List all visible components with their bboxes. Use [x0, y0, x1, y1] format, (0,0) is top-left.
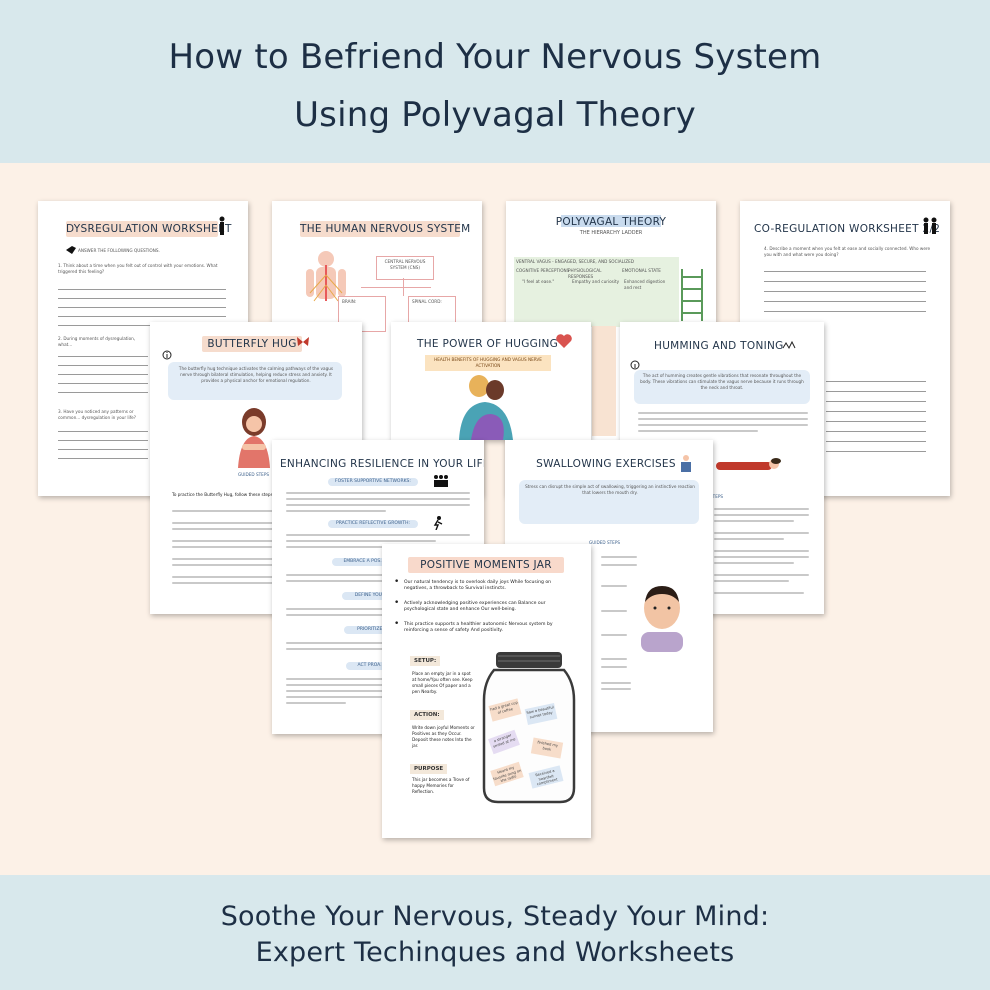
cell-1a: "I feel at ease." [522, 279, 555, 284]
header-banner: How to Befriend Your Nervous System Usin… [0, 0, 990, 163]
two-women-hugging-illustration [459, 375, 513, 440]
nervous-system-body-illustration [306, 251, 346, 302]
footer-banner: Soothe Your Nervous, Steady Your Mind: E… [0, 875, 990, 990]
page-title: THE HUMAN NERVOUS SYSTEM [300, 223, 471, 235]
main-title-line2: Using Polyvagal Theory [294, 95, 696, 135]
info-icon [630, 360, 640, 370]
question-4: 4. Describe a moment when you felt at ea… [764, 246, 931, 257]
health-benefits-banner: HEALTH BENEFITS OF HUGGING AND VAGUS NER… [434, 357, 542, 368]
page-title: POSITIVE MOMENTS JAR [420, 559, 552, 571]
cell-2a: Empathy and curiosity [572, 279, 620, 284]
guided-steps-label: GUIDED STEPS [238, 472, 270, 477]
page-title: HUMMING AND TONING [654, 340, 784, 352]
section-reflective-growth: PRACTICE REFLECTIVE GROWTH: [328, 520, 418, 528]
section-define: DEFINE YOUR... [342, 592, 402, 600]
footer-subtitle-line2: Expert Techinques and Worksheets [255, 937, 735, 968]
page-title: BUTTERFLY HUG [207, 338, 297, 350]
section-prioritize: PRIORITIZE S... [344, 626, 404, 634]
runner-icon [433, 516, 443, 530]
pointing-hand-icon [66, 246, 76, 254]
action-label: ACTION: [410, 710, 444, 720]
page-title: SWALLOWING EXERCISES [536, 458, 676, 470]
setup-text: Place an empty jar in a spot at home/Ypu… [412, 671, 473, 694]
purpose-label: PURPOSE [410, 764, 448, 774]
section-embrace: EMBRACE A POS... [332, 558, 396, 566]
section-supportive-networks: FOSTER SUPPORTIVE NETWORKS: [328, 478, 418, 486]
intro-text: Stress can disrupt the simple act of swa… [525, 484, 695, 495]
page-power-of-hugging: THE POWER OF HUGGING HEALTH BENEFITS OF … [391, 322, 591, 440]
ventral-vagus-band: VENTRAL VAGUS - ENGAGED, SECURE, AND SOC… [516, 259, 634, 264]
heart-icon [556, 334, 572, 348]
butterfly-icon [297, 337, 309, 346]
instruction-text: ANSWER THE FOLLOWING QUESTIONS. [78, 248, 160, 253]
bullet-2: Actively acknowledging positive experien… [404, 601, 546, 612]
page-title: POLYVAGAL THEORY [555, 216, 667, 228]
person-drinking-icon [681, 455, 691, 472]
question-2: 2. During moments of dysregulation, what… [58, 336, 136, 347]
main-title-line1: How to Befriend Your Nervous System [168, 37, 822, 77]
footer-subtitle-line1: Soothe Your Nervous, Steady Your Mind: [220, 901, 770, 932]
woman-hugging-self-illustration [238, 408, 270, 468]
column-1: COGNITIVE PERCEPTIONS [516, 268, 570, 273]
action-text: Write down joyful Moments or Positives a… [412, 725, 475, 748]
person-icon [219, 216, 225, 235]
column-2: PHYSIOLOGICAL RESPONSES [568, 268, 602, 279]
bullet-1: Our natural tendency is to overlook dail… [404, 580, 552, 591]
intro-text: The act of humming creates gentle vibrat… [640, 373, 804, 390]
question-1: 1. Think about a time when you felt out … [58, 263, 218, 274]
ladder-illustration [681, 269, 703, 321]
person-lying-down-illustration [716, 458, 781, 470]
two-people-icon [923, 217, 937, 234]
steps-label: STEPS [710, 494, 724, 499]
cell-3a: Enhanced digestion and rest [624, 279, 666, 290]
man-face-illustration [641, 586, 683, 652]
bullet-3: This practice supports a healthier auton… [404, 622, 553, 633]
column-3: EMOTIONAL STATE [622, 268, 661, 273]
guided-steps-label: GUIDED STEPS [589, 540, 621, 545]
question-3: 3. Have you noticed any patterns or comm… [58, 409, 136, 420]
page-title: ENHANCING RESILIENCE IN YOUR LIFE [280, 458, 484, 470]
group-people-icon [434, 475, 448, 487]
sound-waves-icon [782, 340, 796, 350]
page-positive-moments-jar: POSITIVE MOMENTS JAR • Our natural tende… [382, 544, 591, 838]
info-icon [162, 350, 172, 360]
section-act-proactively: ACT PROA... [346, 662, 396, 670]
page-title: THE POWER OF HUGGING [417, 338, 559, 350]
how-to-text: To practice the Butterfly Hug, follow th… [172, 492, 275, 497]
brain-label: BRAIN: [342, 299, 357, 304]
cns-label: CENTRAL NERVOUS SYSTEM (CNS) [384, 259, 426, 270]
page-title: DYSREGULATION WORKSHEET [66, 223, 232, 235]
setup-label: SETUP: [410, 656, 441, 666]
cns-box [376, 256, 434, 280]
page-title: CO-REGULATION WORKSHEET 2/2 [754, 223, 941, 235]
intro-text: The butterfly hug technique activates th… [178, 366, 334, 383]
page-subtitle: THE HIERARCHY LADDER [579, 230, 643, 236]
purpose-text: This jar becomes a Trove of happy Memori… [412, 777, 470, 794]
spinal-cord-label: SPINAL CORD: [412, 299, 442, 304]
